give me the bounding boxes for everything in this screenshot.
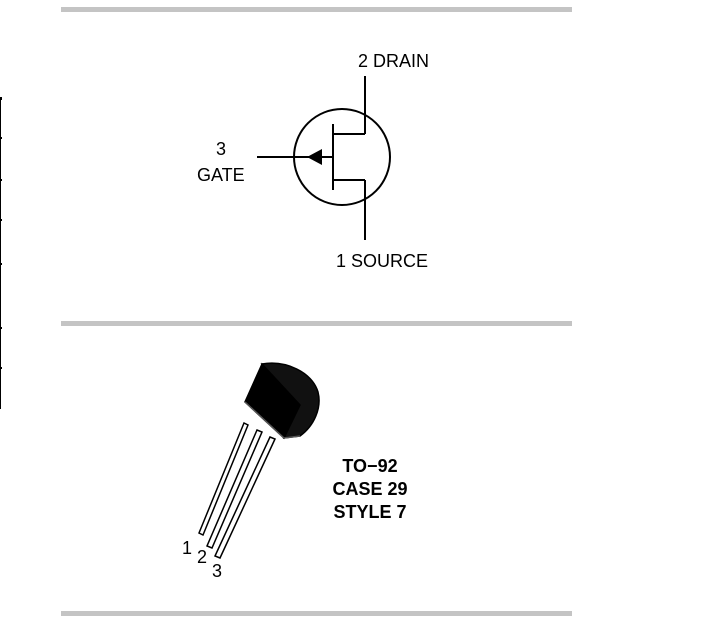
lead-1 [198,421,249,537]
source-label: 1 SOURCE [336,251,429,271]
pin-1-label: 1 [182,538,193,558]
gate-label: GATE [197,165,245,185]
drain-label: 2 DRAIN [358,51,430,71]
package-info: TO−92 CASE 29 STYLE 7 [320,455,420,524]
top-divider [61,7,572,12]
bottom-divider [61,611,572,616]
pin-3-label: 3 [212,561,223,581]
package-style: STYLE 7 [333,502,407,522]
gate-arrow [307,149,322,165]
left-edge-marks [0,97,2,409]
pin-2-label: 2 [197,547,208,567]
gate-pin-number: 3 [215,139,226,159]
middle-divider [61,321,572,326]
lead-2 [206,429,263,549]
package-case: CASE 29 [332,479,408,499]
package-name: TO−92 [342,456,398,476]
package-body-round [260,362,320,439]
lead-3 [213,436,277,559]
